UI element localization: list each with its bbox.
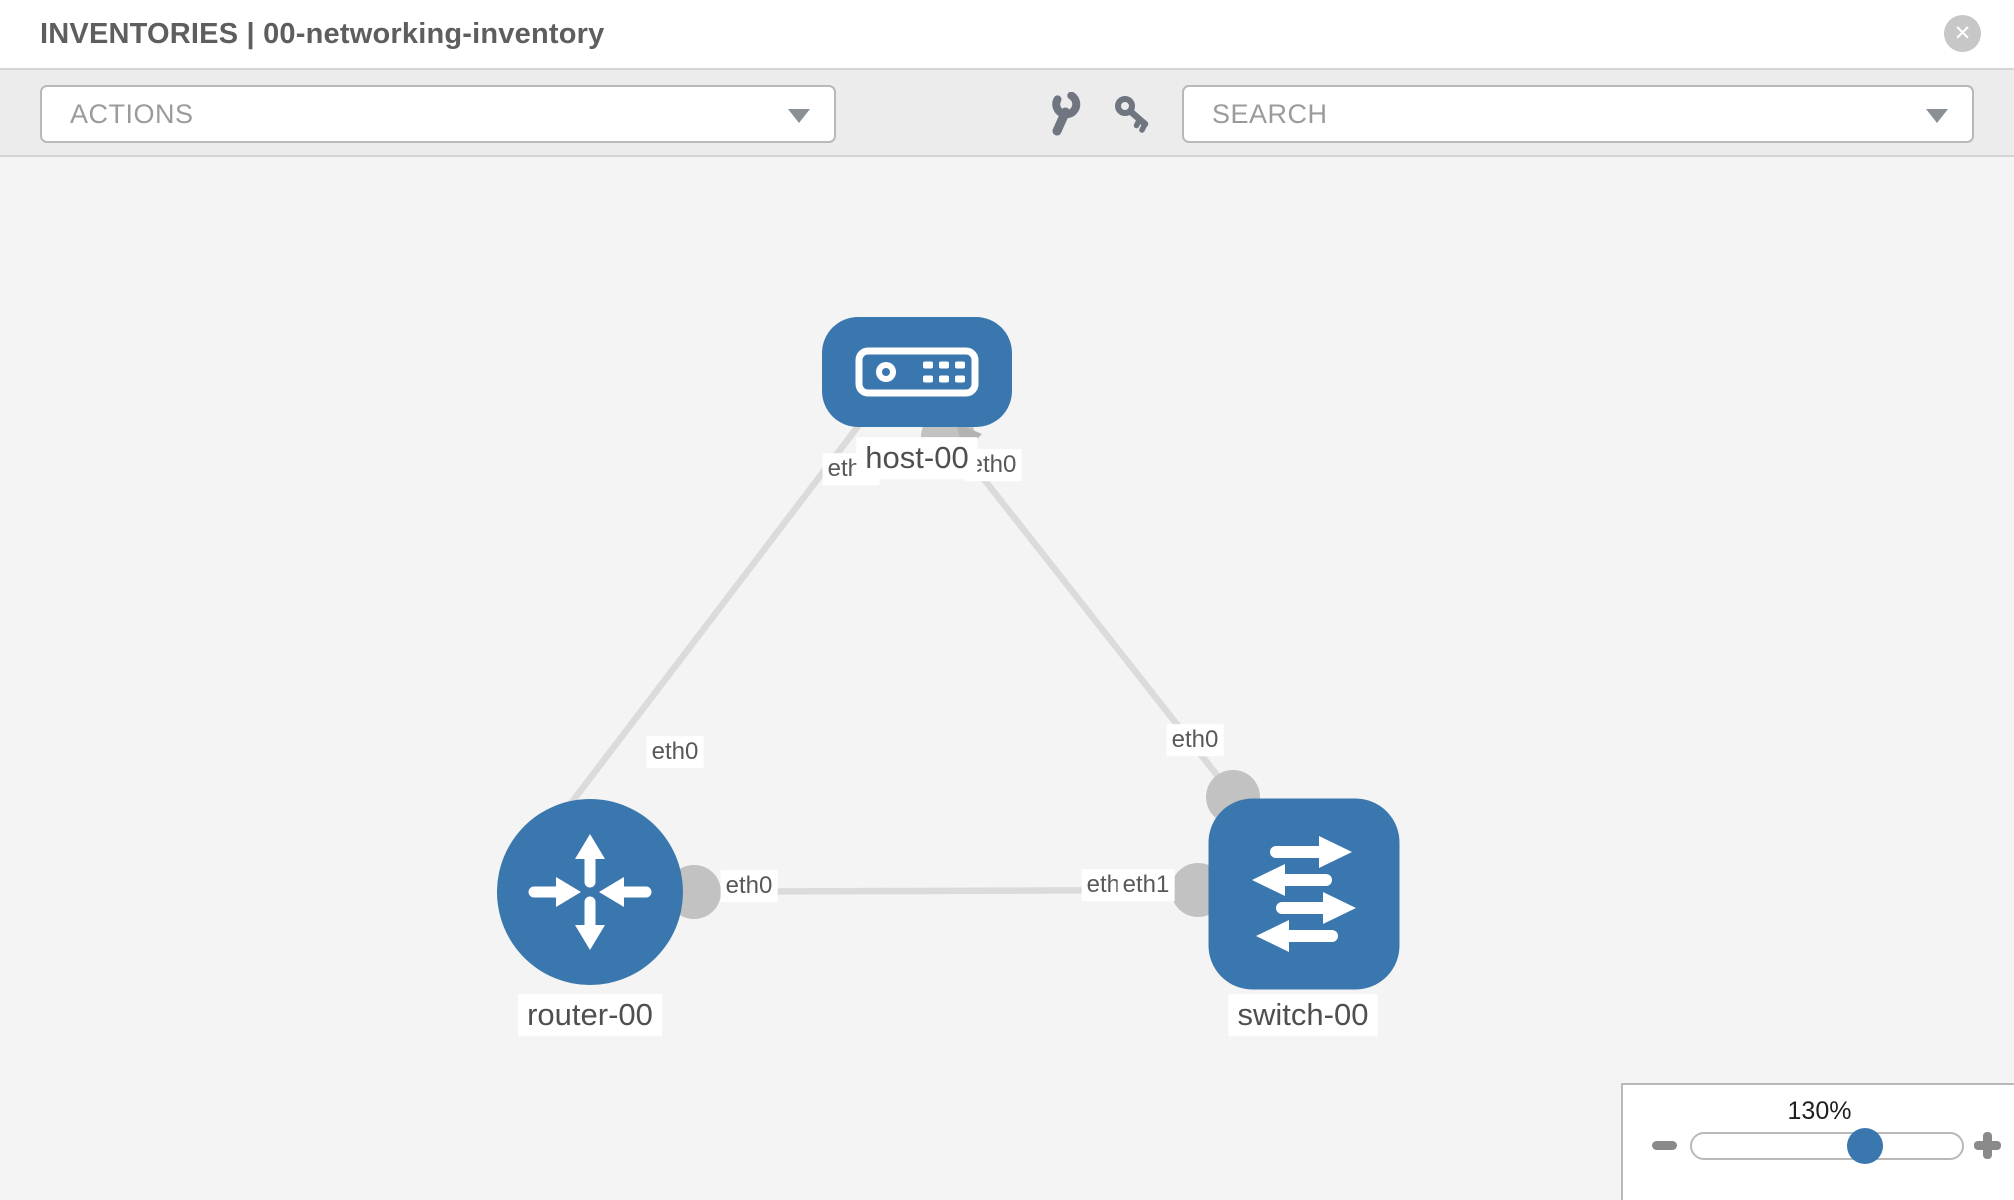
node-label-host: host-00: [856, 437, 978, 479]
zoom-in-icon[interactable]: [1974, 1132, 2001, 1159]
zoom-slider-track[interactable]: [1690, 1132, 1964, 1160]
interface-label: eth1: [1117, 869, 1175, 901]
router-icon: [528, 834, 652, 950]
page-title: INVENTORIES | 00-networking-inventory: [40, 18, 605, 50]
node-host-00[interactable]: [822, 317, 1012, 427]
chevron-down-icon: [788, 109, 810, 123]
zoom-out-icon[interactable]: [1652, 1141, 1677, 1150]
host-icon: [855, 347, 979, 397]
close-icon: ✕: [1953, 22, 1972, 45]
zoom-level-value: 130%: [1787, 1097, 1852, 1125]
wrench-icon[interactable]: [1042, 92, 1088, 138]
actions-dropdown-label: ACTIONS: [70, 99, 194, 129]
link-host-router[interactable]: [553, 419, 865, 825]
interface-label: eth0: [646, 736, 704, 768]
topology-canvas[interactable]: eth0 eth0 eth0 eth0 eth0 eth0 eth1 host-…: [0, 157, 2014, 1200]
interface-label: eth0: [1166, 724, 1224, 756]
header: INVENTORIES | 00-networking-inventory ✕: [0, 0, 2014, 70]
search-dropdown-label: SEARCH: [1212, 99, 1328, 129]
node-label-switch: switch-00: [1228, 994, 1378, 1036]
search-dropdown[interactable]: SEARCH: [1182, 85, 1974, 143]
switch-icon: [1252, 836, 1356, 952]
node-router-00[interactable]: [497, 799, 683, 985]
close-button[interactable]: ✕: [1944, 15, 1981, 52]
zoom-control-panel: 130%: [1621, 1083, 2014, 1200]
interface-label: eth0: [720, 870, 778, 902]
key-icon[interactable]: [1110, 92, 1156, 138]
node-switch-00[interactable]: [1208, 798, 1400, 990]
node-label-router: router-00: [518, 994, 662, 1036]
toolbar: ACTIONS SEARCH: [0, 70, 2014, 157]
actions-dropdown[interactable]: ACTIONS: [40, 85, 836, 143]
zoom-slider-thumb[interactable]: [1847, 1128, 1883, 1164]
chevron-down-icon: [1926, 109, 1948, 123]
